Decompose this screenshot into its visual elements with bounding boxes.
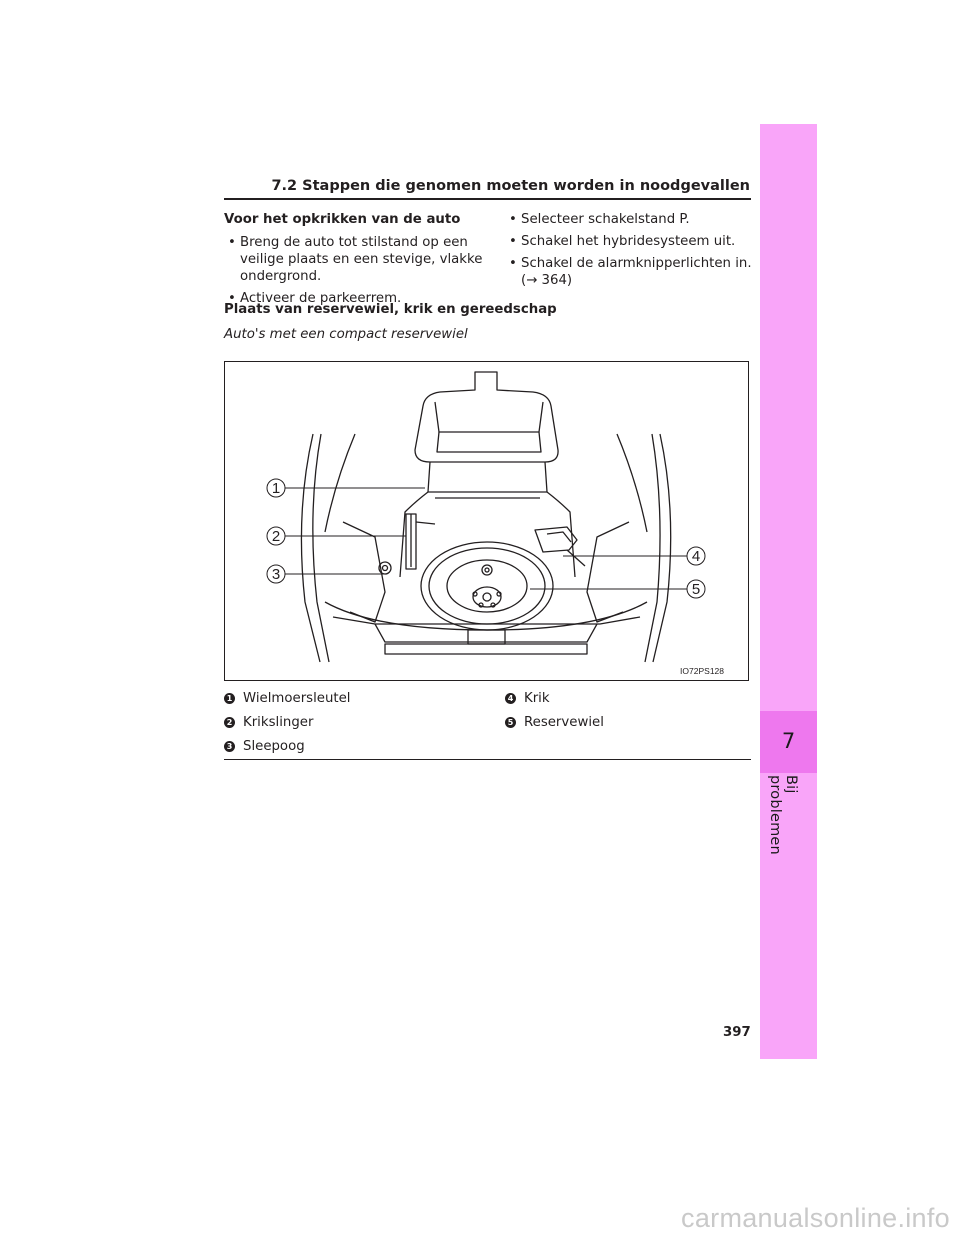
callout-circle: [266, 526, 286, 546]
legend-number: 3: [224, 740, 235, 752]
bullet-item: Selecteer schakelstand P.: [505, 211, 755, 228]
legend-number: 2: [224, 716, 235, 728]
callout-number: 3: [272, 566, 280, 583]
right-column: Selecteer schakelstand P. Schakel het hy…: [505, 211, 755, 294]
legend-number: 1: [224, 692, 235, 704]
figure-caption: Auto's met een compact reservewiel: [224, 327, 468, 342]
legend-label: Krik: [524, 690, 550, 706]
trunk-illustration: 1 2 3 4 5: [266, 371, 706, 663]
legend-item: 1 Wielmoersleutel: [224, 686, 350, 710]
callout-number: 1: [272, 480, 280, 497]
legend-right: 4 Krik 5 Reservewiel: [505, 686, 604, 734]
callout-circle: [686, 579, 706, 599]
legend-label: Krikslinger: [243, 714, 314, 730]
watermark: carmanualsonline.info: [681, 1203, 950, 1233]
left-column: Voor het opkrikken van de auto Breng de …: [224, 211, 494, 312]
bullet-item: Schakel de alarmknipperlichten in. (→ 36…: [505, 255, 755, 289]
spare-wheel-figure: 1 2 3 4 5 IO72PS128: [224, 361, 749, 681]
subheading-before-jacking: Voor het opkrikken van de auto: [224, 212, 461, 227]
section-bottom-divider: [224, 759, 751, 760]
page-number: 397: [723, 1025, 751, 1040]
legend-number: 4: [505, 692, 516, 704]
chapter-number-box: 7: [760, 711, 817, 773]
legend-left: 1 Wielmoersleutel 2 Krikslinger 3 Sleepo…: [224, 686, 350, 758]
bullet-item: Breng de auto tot stilstand op een veili…: [224, 234, 494, 285]
callout-number: 4: [692, 548, 700, 565]
legend-label: Reservewiel: [524, 714, 604, 730]
subheading-spare-location: Plaats van reservewiel, krik en gereedsc…: [224, 302, 557, 317]
section-title: 7.2 Stappen die genomen moeten worden in…: [271, 178, 750, 194]
callout-circle: [686, 546, 706, 566]
legend-item: 3 Sleepoog: [224, 734, 350, 758]
chapter-side-tab: [760, 124, 817, 1059]
bullet-item: Schakel het hybridesysteem uit.: [505, 233, 755, 250]
chapter-title: Bij problemen: [767, 775, 799, 855]
legend-item: 4 Krik: [505, 686, 604, 710]
header-divider: [224, 198, 751, 200]
callout-number: 5: [692, 581, 700, 598]
legend-label: Sleepoog: [243, 738, 305, 754]
figure-code: IO72PS128: [680, 666, 724, 676]
bullet-item: Activeer de parkeerrem.: [224, 290, 494, 307]
callout-circle: [266, 564, 286, 584]
chapter-number: 7: [781, 729, 796, 753]
legend-number: 5: [505, 716, 516, 728]
legend-item: 5 Reservewiel: [505, 710, 604, 734]
legend-item: 2 Krikslinger: [224, 710, 350, 734]
legend-label: Wielmoersleutel: [243, 690, 351, 706]
callout-number: 2: [272, 528, 280, 545]
callout-circle: [266, 478, 286, 498]
